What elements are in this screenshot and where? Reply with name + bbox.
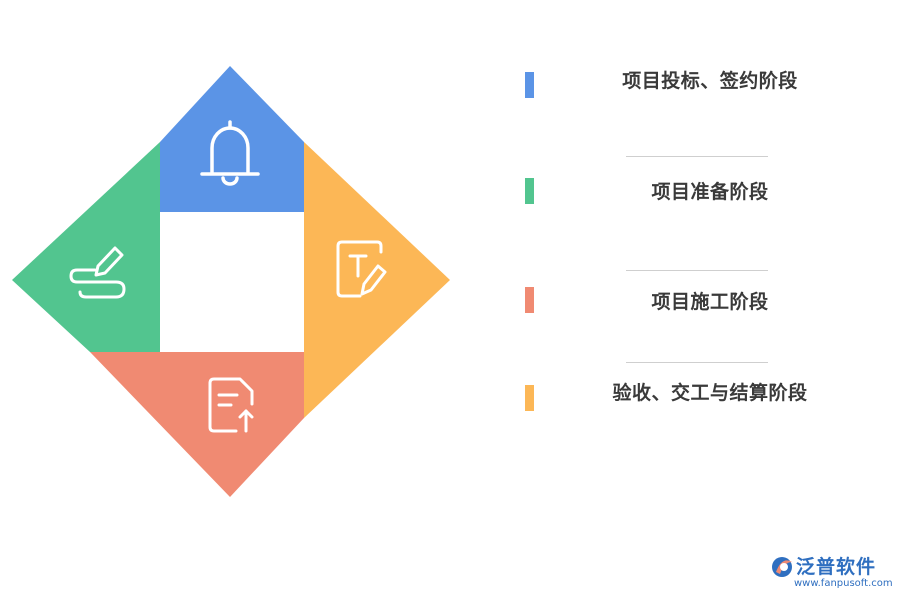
divider-2 <box>626 270 768 271</box>
legend-marker-3 <box>525 287 534 313</box>
brand-name: 泛普软件 <box>796 556 877 578</box>
legend-label-2: 项目准备阶段 <box>651 181 769 203</box>
center-square <box>160 212 304 352</box>
quadrant-bottom <box>90 352 304 497</box>
legend-marker-4 <box>525 385 534 411</box>
quadrant-top <box>160 66 304 212</box>
quadrant-left <box>12 142 160 352</box>
legend-label-1: 项目投标、签约阶段 <box>622 70 798 92</box>
text-edit-icon <box>336 240 387 298</box>
legend-label-3: 项目施工阶段 <box>651 291 769 313</box>
brand-url: www.fanpusoft.com <box>794 578 893 589</box>
signature-pen-icon <box>69 246 126 299</box>
legend-label-4: 验收、交工与结算阶段 <box>612 382 808 404</box>
fanpu-logo-icon <box>772 557 792 577</box>
document-upload-icon <box>208 377 254 433</box>
divider-1 <box>626 156 768 157</box>
legend-marker-2 <box>525 178 534 204</box>
bell-icon <box>200 120 260 186</box>
brand-watermark: 泛普软件 www.fanpusoft.com <box>766 550 896 596</box>
divider-3 <box>626 362 768 363</box>
legend-marker-1 <box>525 72 534 98</box>
